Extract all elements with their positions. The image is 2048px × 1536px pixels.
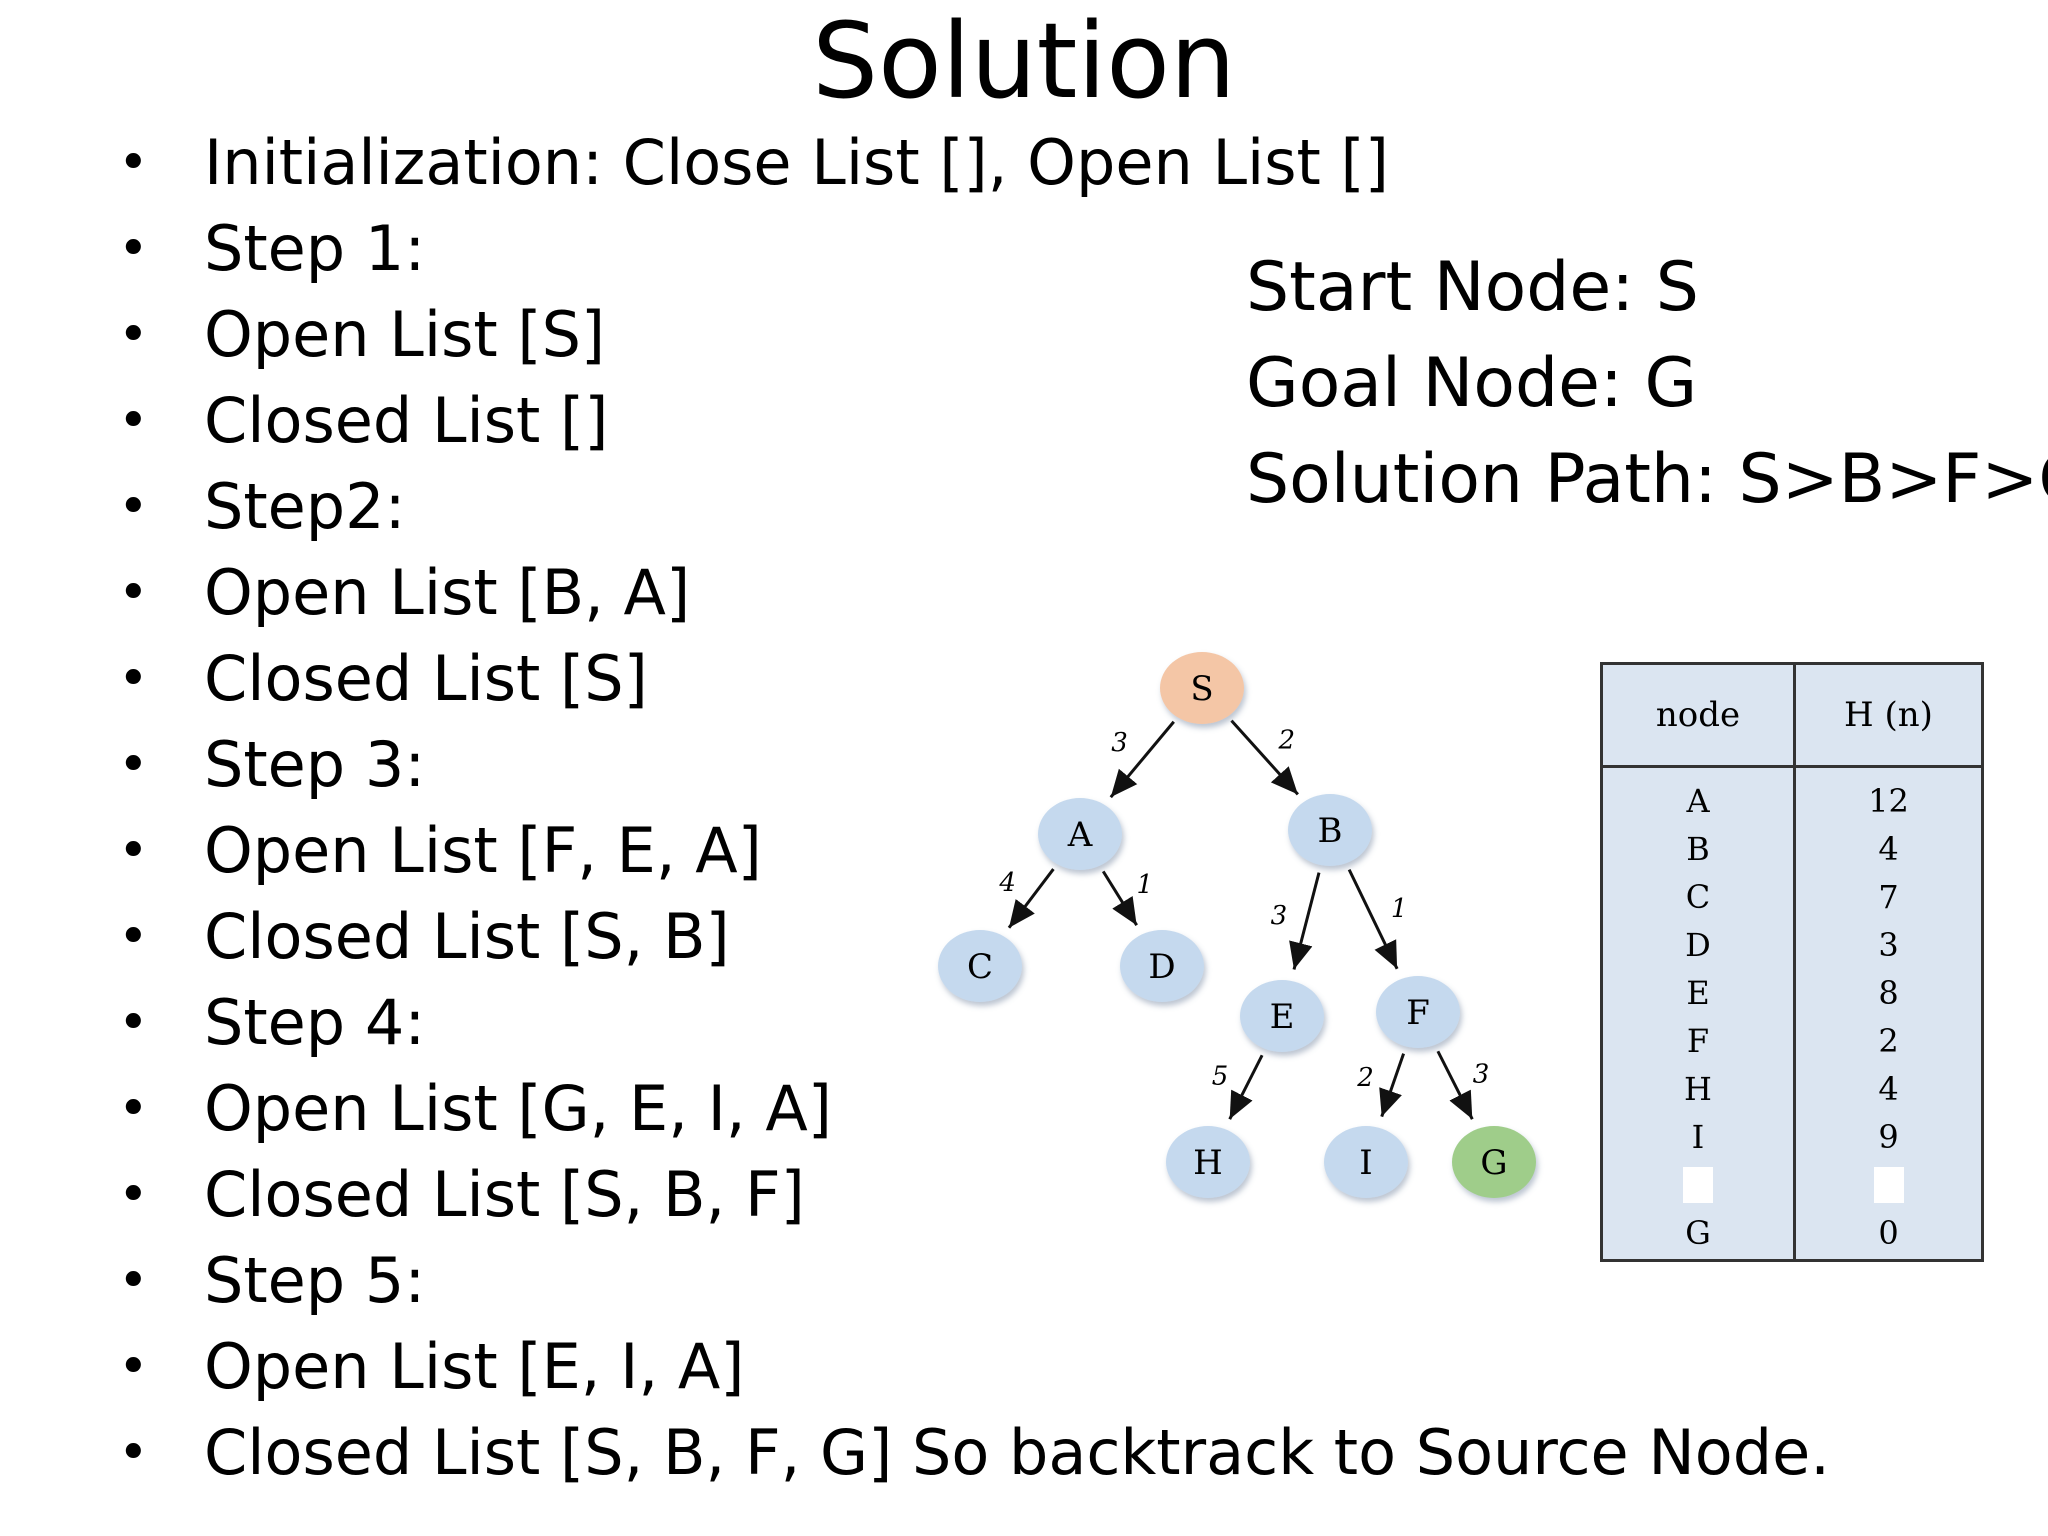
tree-node-I — [1324, 1126, 1408, 1198]
table-cell: D — [1685, 926, 1711, 964]
tree-node-E — [1240, 980, 1324, 1052]
tree-node-label-E: E — [1270, 997, 1295, 1037]
tree-node-label-S: S — [1190, 669, 1213, 709]
edge-weight-S-B: 2 — [1278, 725, 1296, 755]
list-item: Open List [B, A] — [118, 550, 1830, 636]
tree-node-B — [1288, 794, 1372, 866]
table-cell: 4 — [1878, 1070, 1899, 1108]
table-cell: 2 — [1878, 1022, 1899, 1060]
list-item: Closed List [S, B, F] — [118, 1152, 1830, 1238]
tree-node-label-A: A — [1067, 815, 1093, 855]
table-cell: 4 — [1878, 830, 1899, 868]
solution-path-text: Solution Path: S>B>F>G — [1246, 440, 2048, 519]
steps-list: Initialization: Close List [], Open List… — [118, 120, 1830, 1496]
problem-info: Start Node: S Goal Node: G Solution Path… — [1246, 240, 2048, 528]
edge-A-D — [1101, 870, 1138, 927]
start-node-text: Start Node: S — [1246, 248, 1699, 327]
tree-node-A — [1038, 798, 1122, 870]
tree-node-C — [938, 930, 1022, 1002]
table-header-node: node — [1655, 695, 1741, 735]
edge-B-E — [1289, 872, 1321, 970]
edge-weight-B-F: 1 — [1391, 894, 1408, 924]
list-item: Closed List [S, B] — [118, 894, 1830, 980]
table-cell: 7 — [1878, 878, 1899, 916]
table-cell: F — [1686, 1022, 1710, 1060]
list-item: Closed List [] — [118, 378, 1830, 464]
list-item: Closed List [S, B, F, G] So backtrack to… — [118, 1410, 1830, 1496]
edge-weight-F-I: 2 — [1356, 1063, 1374, 1093]
table-cell: 0 — [1878, 1214, 1899, 1252]
table-cell: 3 — [1878, 926, 1899, 964]
list-item: Open List [G, E, I, A] — [118, 1066, 1830, 1152]
table-cell: 9 — [1878, 1118, 1899, 1156]
tree-node-S — [1160, 652, 1244, 724]
edge-weight-E-H: 5 — [1212, 1061, 1229, 1091]
tree-node-G — [1452, 1126, 1536, 1198]
edge-E-H — [1228, 1054, 1264, 1120]
table-cell: B — [1686, 830, 1710, 868]
table-cell: G — [1685, 1214, 1711, 1252]
edge-F-I — [1379, 1053, 1406, 1118]
tree-node-H — [1166, 1126, 1250, 1198]
slide-title: Solution — [812, 0, 1236, 122]
tree-node-label-D: D — [1148, 947, 1175, 987]
tree-node-label-F: F — [1406, 993, 1430, 1033]
list-item: Step 4: — [118, 980, 1830, 1066]
edge-A-C — [1007, 868, 1055, 929]
goal-node-text: Goal Node: G — [1246, 344, 1698, 423]
tree-node-D — [1120, 930, 1204, 1002]
table-cell: C — [1685, 878, 1711, 916]
table-cell — [1873, 1167, 1904, 1203]
list-item: Step 1: — [118, 206, 1830, 292]
tree-node-label-H: H — [1193, 1143, 1223, 1183]
edge-weight-F-G: 3 — [1473, 1059, 1490, 1089]
list-item: Open List [F, E, A] — [118, 808, 1830, 894]
list-item: Open List [S] — [118, 292, 1830, 378]
table-header-h: H (n) — [1844, 695, 1933, 735]
table-cell: A — [1686, 782, 1710, 820]
edge-weight-S-A: 3 — [1111, 728, 1128, 758]
list-item: Initialization: Close List [], Open List… — [118, 120, 1830, 206]
list-item: Open List [E, I, A] — [118, 1324, 1830, 1410]
edge-weight-A-C: 4 — [998, 868, 1016, 898]
list-item: Step 3: — [118, 722, 1830, 808]
table-cell — [1683, 1167, 1713, 1203]
tree-node-label-B: B — [1318, 811, 1343, 851]
edge-B-F — [1347, 868, 1399, 970]
tree-node-label-I: I — [1359, 1143, 1372, 1183]
list-item: Step 5: — [118, 1238, 1830, 1324]
table-cell: E — [1686, 974, 1710, 1012]
list-item: Step2: — [118, 464, 1830, 550]
table-cell: 12 — [1868, 782, 1909, 820]
tree-node-label-C: C — [967, 947, 993, 987]
list-item: Closed List [S] — [118, 636, 1830, 722]
table-cell: 8 — [1878, 974, 1899, 1012]
edge-S-B — [1230, 719, 1299, 796]
tree-node-F — [1376, 976, 1460, 1048]
table-cell: I — [1691, 1118, 1705, 1156]
edge-F-G — [1436, 1050, 1474, 1120]
edge-S-A — [1109, 720, 1175, 799]
edge-weight-B-E: 3 — [1271, 901, 1288, 931]
tree-node-label-G: G — [1480, 1143, 1507, 1183]
table-column-h: 12 4 7 3 8 2 4 9 0 — [1796, 777, 1981, 1257]
table-cell: H — [1684, 1070, 1712, 1108]
table-divider — [1603, 765, 1981, 768]
edge-weight-A-D: 1 — [1137, 870, 1154, 900]
table-divider — [1793, 665, 1796, 1259]
